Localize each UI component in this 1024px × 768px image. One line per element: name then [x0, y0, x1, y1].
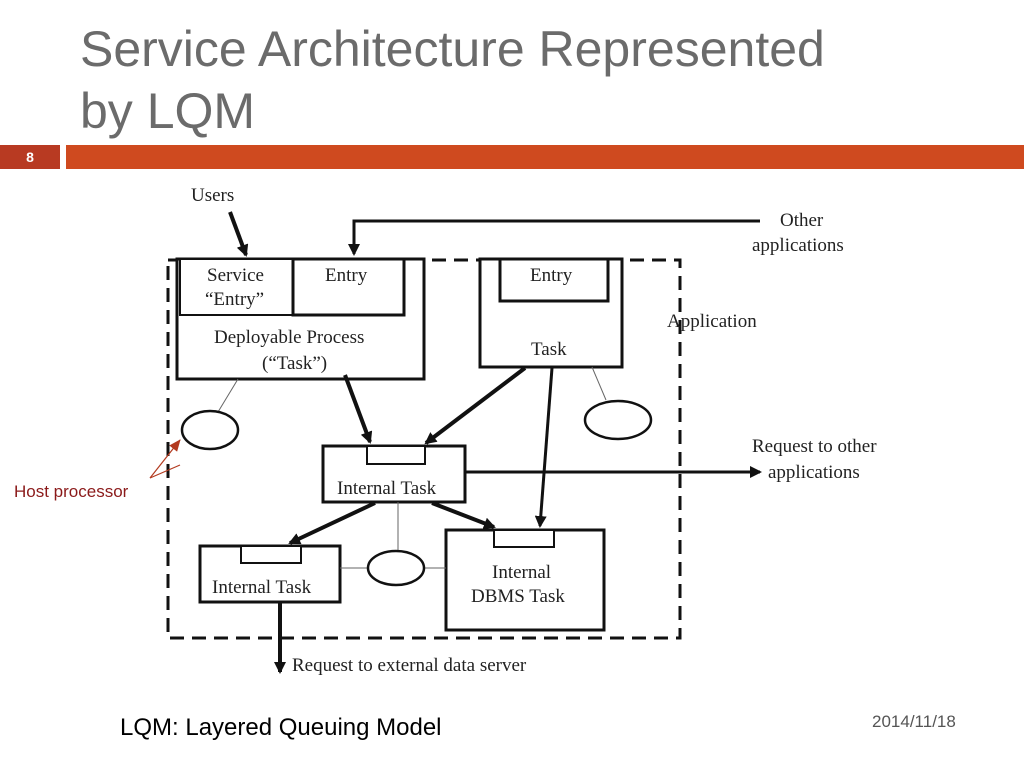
internal-task-center-label: Internal Task — [337, 478, 437, 499]
other-apps-label-2: applications — [752, 235, 844, 256]
dbms-task-entry — [493, 529, 555, 548]
entry-b-label: Entry — [530, 265, 573, 286]
host-processor-ellipse-2 — [583, 399, 653, 441]
entry-box-a — [291, 257, 406, 317]
service-entry-label-2: “Entry” — [205, 289, 264, 310]
slide-number-bar — [0, 145, 60, 169]
internal-task-left-entry — [240, 545, 302, 564]
other-apps-label-1: Other — [780, 210, 824, 231]
request-other-label-1: Request to other — [752, 436, 877, 457]
application-label: Application — [667, 311, 757, 332]
host-processor-label: Host processor — [14, 482, 129, 501]
slide-title: Service Architecture Represented by LQM — [80, 18, 1000, 142]
entry-a-label: Entry — [325, 265, 368, 286]
slide-title-line1: Service Architecture Represented — [80, 21, 825, 77]
host-processor-pointer — [149, 464, 181, 479]
internal-to-left-task-arrow — [288, 501, 376, 545]
host-processor-ellipse-1 — [180, 409, 240, 451]
request-other-label-2: applications — [768, 462, 860, 483]
dbms-label-1: Internal — [492, 562, 551, 583]
users-arrow — [228, 211, 249, 257]
deployable-to-internal-arrow — [343, 374, 373, 444]
internal-task-left-label: Internal Task — [212, 577, 312, 598]
users-label: Users — [191, 185, 234, 206]
task-to-dbms-arrow — [534, 367, 554, 528]
deployable-label-1: Deployable Process — [214, 327, 364, 348]
header-accent-bar — [66, 145, 1024, 169]
host-processor-ellipse-3 — [366, 549, 426, 587]
slide-number: 8 — [26, 149, 34, 165]
deployable-label-2: (“Task”) — [262, 353, 327, 374]
slide-caption: LQM: Layered Queuing Model — [120, 714, 442, 741]
dbms-label-2: DBMS Task — [471, 586, 565, 607]
other-apps-arrow — [348, 219, 760, 256]
slide-title-line2: by LQM — [80, 83, 256, 139]
task-to-internal-arrow — [424, 366, 527, 445]
service-entry-label-1: Service — [207, 265, 264, 286]
request-external-label: Request to external data server — [292, 655, 527, 676]
entry-box-b — [498, 257, 610, 303]
slide-date: 2014/11/18 — [872, 712, 956, 731]
internal-to-dbms-arrow — [431, 501, 496, 529]
internal-task-center-entry — [366, 445, 426, 465]
task-label: Task — [531, 339, 567, 360]
service-entry-box — [179, 258, 294, 316]
